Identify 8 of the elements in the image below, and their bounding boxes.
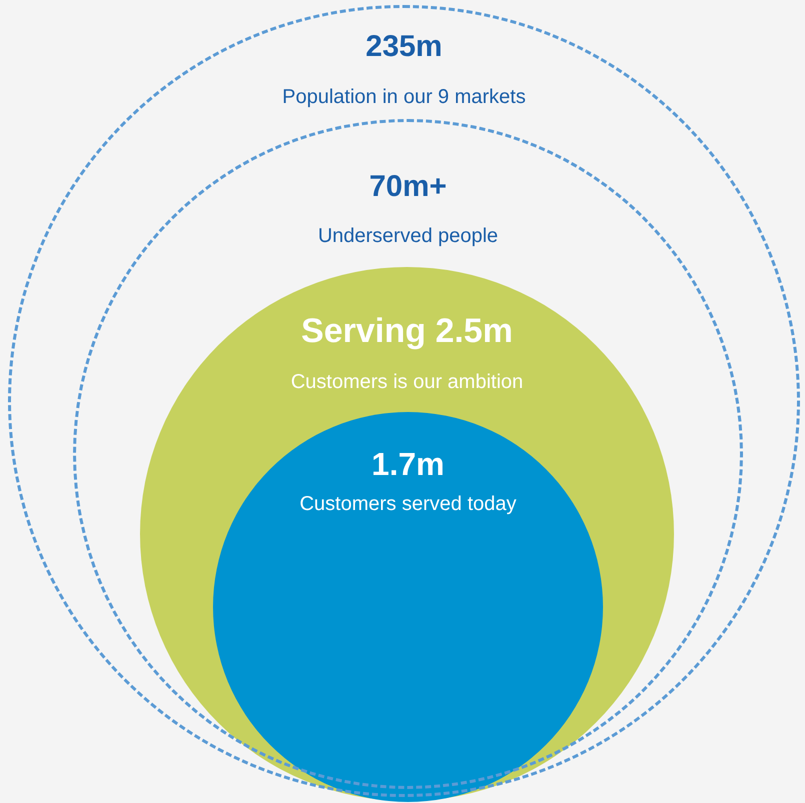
figure-value: Serving 2.5m — [301, 312, 513, 352]
figure-description: Customers served today — [300, 493, 516, 516]
figure-value: 1.7m — [372, 446, 444, 483]
figure-description: Customers is our ambition — [290, 371, 524, 394]
figure-value: 70m+ — [369, 170, 447, 204]
figure-description: Population in our 9 markets — [282, 86, 526, 109]
figure-value: 235m — [366, 30, 442, 64]
figure-description: Underserved people — [318, 225, 498, 248]
